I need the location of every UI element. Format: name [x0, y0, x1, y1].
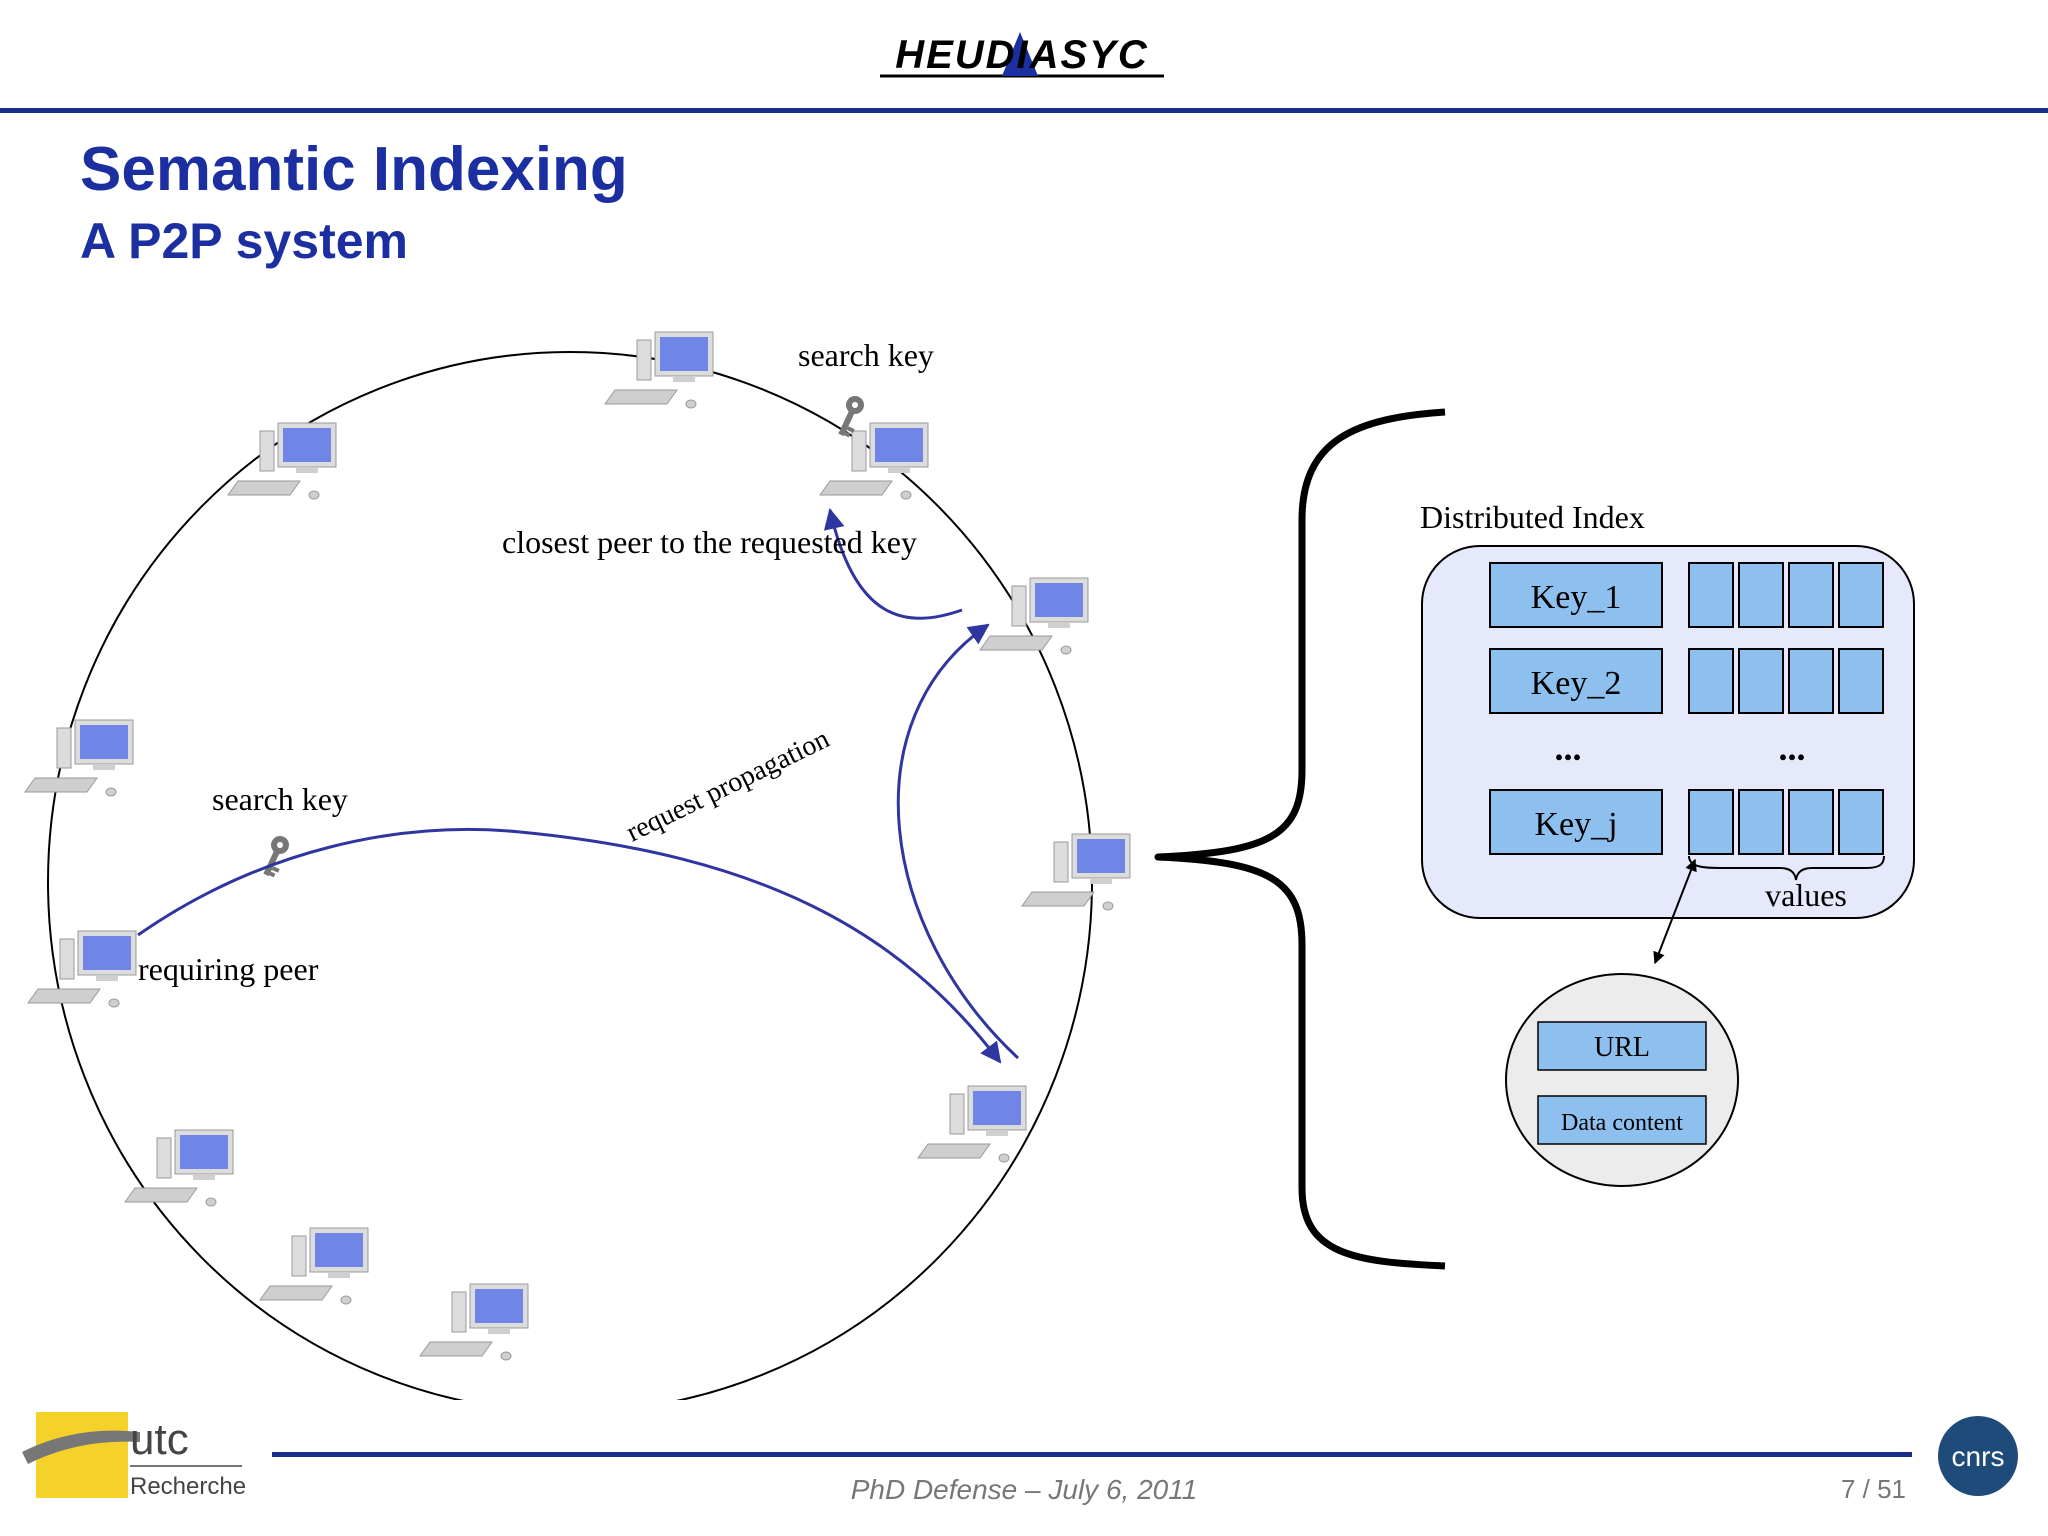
key-2-label: Key_2 — [1531, 665, 1622, 702]
footer-text: PhD Defense – July 6, 2011 — [850, 1474, 1198, 1505]
key-cell — [1489, 562, 1663, 628]
key-1-label: Key_1 — [1531, 579, 1622, 616]
data-item-circle — [1505, 973, 1739, 1187]
utc-subtext: Recherche — [130, 1473, 246, 1498]
peer-computer — [979, 577, 1089, 655]
value-cells — [1688, 562, 1884, 855]
slide-title: Semantic Indexing — [80, 135, 628, 204]
peer-computer — [227, 422, 337, 500]
logo-text: HEUDIASYC — [895, 33, 1149, 77]
footer-rule — [272, 1452, 1912, 1457]
peer-computer — [419, 1283, 529, 1361]
page-number: 7 / 51 — [1840, 1474, 1906, 1504]
label-search-key-left: search key — [212, 781, 348, 817]
p2p-diagram: search key closest peer to the requested… — [24, 331, 1915, 1400]
ellipsis-keys: ... — [1555, 728, 1582, 768]
key-icon — [257, 833, 293, 880]
utc-logo: utc Recherche — [22, 1412, 246, 1498]
peer-computer — [259, 1227, 369, 1305]
slide-subtitle: A P2P system — [80, 213, 408, 269]
peer-computer — [604, 331, 714, 409]
label-request-propagation: request propagation — [621, 723, 834, 848]
heudiasyc-logo: HEUDIASYC — [872, 20, 1172, 90]
arrow-request-propagation — [137, 827, 1002, 1064]
values-brace — [1688, 855, 1885, 881]
url-label: URL — [1594, 1032, 1650, 1063]
ellipsis-values: ... — [1779, 728, 1806, 768]
peer-ring — [47, 351, 1093, 1400]
key-cell — [1489, 648, 1663, 714]
label-closest-peer: closest peer to the requested key — [502, 524, 917, 560]
label-search-key-top: search key — [798, 337, 934, 373]
arrow-propagation-up — [896, 623, 1020, 1060]
key-cell — [1489, 789, 1663, 855]
arrow-to-closest-peer — [823, 507, 963, 620]
data-content-label: Data content — [1561, 1110, 1683, 1136]
cnrs-text: cnrs — [1952, 1441, 2005, 1472]
index-title: Distributed Index — [1420, 499, 1645, 535]
index-data-link — [1653, 858, 1697, 965]
key-j-label: Key_j — [1534, 806, 1617, 843]
peer-computer — [27, 930, 137, 1008]
data-content-box — [1537, 1095, 1707, 1145]
peer-computer — [124, 1129, 234, 1207]
curly-brace — [1154, 408, 1446, 1270]
peer-computer — [24, 719, 134, 797]
url-box — [1537, 1021, 1707, 1071]
label-requiring-peer: requiring peer — [138, 951, 319, 987]
header-rule — [0, 108, 2048, 113]
peer-computer — [917, 1085, 1027, 1163]
peer-computer — [819, 422, 929, 500]
peer-computer — [1021, 833, 1131, 911]
utc-text: utc — [130, 1415, 189, 1464]
values-label: values — [1765, 877, 1847, 913]
cnrs-logo: cnrs — [1938, 1416, 2018, 1496]
